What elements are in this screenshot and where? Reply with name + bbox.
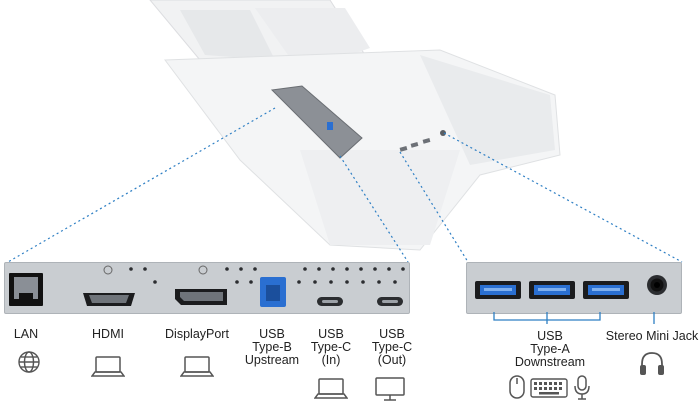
port-label-usb-type-c-in: USB Type-C (In): [310, 327, 352, 367]
usb-bracket: [493, 312, 601, 324]
port-label-lan: LAN: [13, 327, 39, 341]
left-port-panel: [4, 262, 410, 314]
right-port-panel-graphic: [475, 275, 667, 299]
headphones-icon: [640, 352, 664, 375]
mouse-icon: [509, 375, 525, 399]
port-label-stereo-mini-jack: Stereo Mini Jack: [605, 329, 699, 343]
right-port-panel: [466, 262, 682, 314]
left-port-panel-graphic: [9, 265, 405, 307]
keyboard-icon: [530, 378, 568, 398]
globe-icon: [18, 351, 40, 373]
microphone-icon: [574, 375, 590, 400]
audio-connector-line: [653, 312, 655, 324]
laptop-icon: [180, 356, 214, 377]
monitor-icon: [375, 377, 405, 401]
port-label-usb-type-a: USB Type-A Downstream: [514, 329, 586, 369]
laptop-icon: [314, 378, 348, 399]
port-label-usb-type-b: USB Type-B Upstream: [244, 327, 300, 367]
laptop-icon: [91, 356, 125, 377]
port-label-hdmi: HDMI: [92, 327, 124, 341]
port-label-displayport: DisplayPort: [165, 327, 229, 341]
port-label-usb-type-c-out: USB Type-C (Out): [371, 327, 413, 367]
